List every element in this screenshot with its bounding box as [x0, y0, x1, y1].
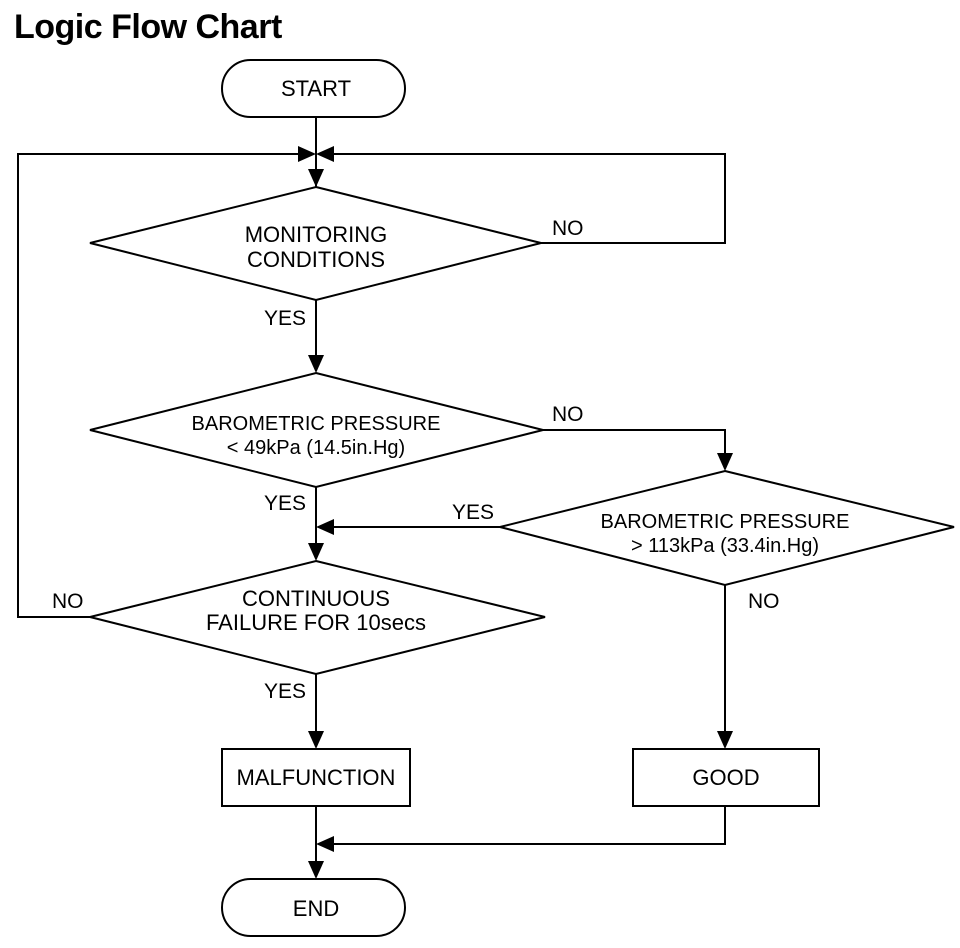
continuous-yes-label: YES [264, 680, 306, 703]
baro-low-no-label: NO [552, 403, 584, 426]
page-title: Logic Flow Chart [14, 8, 282, 46]
start-label: START [281, 76, 351, 101]
arrow-into-monitoring [308, 169, 324, 187]
baro-high-label-line1: BAROMETRIC PRESSURE [601, 511, 850, 533]
arrow-left-loop-in [298, 146, 316, 162]
monitoring-yes-label: YES [264, 307, 306, 330]
arrow-into-baro-high [717, 453, 733, 471]
start-node: START [221, 59, 406, 118]
monitoring-label-line2: CONDITIONS [247, 247, 385, 272]
continuous-label-line2: FAILURE FOR 10secs [206, 610, 426, 635]
end-node: END [221, 878, 406, 937]
good-box: GOOD [632, 748, 820, 807]
arrow-right-loop-in [316, 146, 334, 162]
good-label: GOOD [692, 765, 759, 790]
arrow-baro-high-yes-in [316, 519, 334, 535]
arrow-good-to-end-in [316, 836, 334, 852]
monitoring-label-line1: MONITORING [245, 222, 388, 247]
baro-low-label-line2: < 49kPa (14.5in.Hg) [227, 437, 405, 459]
baro-high-no-label: NO [748, 590, 780, 613]
arrow-into-end [308, 861, 324, 879]
arrow-into-malfunction [308, 731, 324, 749]
malfunction-box: MALFUNCTION [221, 748, 411, 807]
connector-monitoring-no-loop [332, 153, 726, 244]
arrow-into-baro-low [308, 355, 324, 373]
connector-baro-low-no [543, 429, 726, 458]
connectors [17, 117, 726, 866]
continuous-failure-decision: CONTINUOUS FAILURE FOR 10secs [89, 559, 546, 676]
baro-high-label-line2: > 113kPa (33.4in.Hg) [631, 535, 819, 557]
arrow-into-good [717, 731, 733, 749]
connector-good-to-end [332, 806, 726, 845]
barometric-low-decision: BAROMETRIC PRESSURE < 49kPa (14.5in.Hg) [89, 371, 544, 489]
baro-low-yes-label: YES [264, 492, 306, 515]
arrowheads [298, 146, 733, 879]
continuous-label-line1: CONTINUOUS [242, 586, 390, 611]
baro-high-yes-label: YES [452, 501, 494, 524]
branch-labels: NO YES NO YES YES NO NO YES [52, 217, 780, 703]
continuous-no-label: NO [52, 590, 84, 613]
connector-continuous-no-loop [17, 153, 300, 618]
end-label: END [293, 896, 339, 921]
barometric-high-decision: BAROMETRIC PRESSURE > 113kPa (33.4in.Hg) [499, 469, 955, 587]
monitoring-conditions-decision: MONITORING CONDITIONS [89, 185, 542, 302]
baro-low-label-line1: BAROMETRIC PRESSURE [192, 413, 441, 435]
malfunction-label: MALFUNCTION [237, 765, 396, 790]
monitoring-no-label: NO [552, 217, 584, 240]
arrow-into-continuous [308, 543, 324, 561]
